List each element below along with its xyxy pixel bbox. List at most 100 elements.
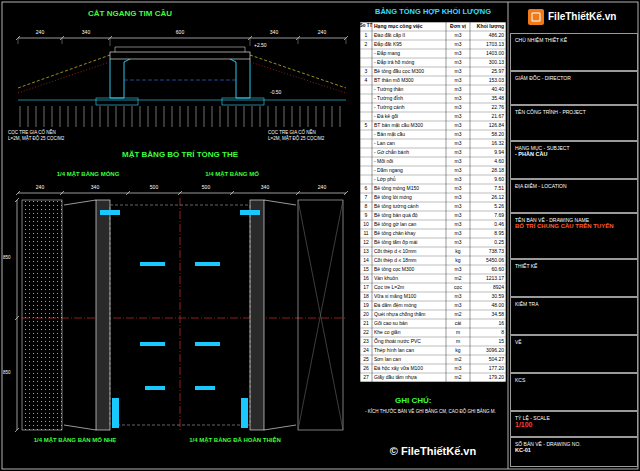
- table-cell: 48.00: [491, 303, 504, 309]
- table-row-line: [360, 103, 506, 104]
- table-cell: - Tường thân: [374, 87, 403, 93]
- table-cell: 16: [498, 321, 504, 327]
- cell-heading: THIẾT KẾ: [515, 263, 633, 269]
- table-cell: Khối lượng: [477, 24, 504, 30]
- pile-note: L=2M, MẬT ĐỘ 25 CỌC/M2: [8, 137, 64, 142]
- cell-heading: TÊN BẢN VẼ - DRAWING NAME: [515, 217, 633, 223]
- table-cell: Quét nhựa chống thấm: [374, 312, 425, 318]
- dimension-label: 340: [261, 185, 269, 191]
- table-row-line: [360, 184, 506, 185]
- table-cell: - Mối nối: [374, 159, 393, 165]
- table-cell: - Gờ chắn bánh: [374, 150, 409, 156]
- table-cell: - Tường cánh: [374, 105, 404, 111]
- table-cell: - Đắp mang: [374, 51, 400, 57]
- table-cell: 7: [365, 195, 368, 201]
- dimension-label: 500: [202, 185, 210, 191]
- table-row-line: [360, 148, 506, 149]
- cell-value: BỐ TRÍ CHUNG CẦU TRÊN TUYẾN: [515, 223, 633, 230]
- table-cell: 1213.17: [486, 276, 504, 282]
- table-row-line: [360, 274, 506, 275]
- table-cell: Bê tông tấm ốp mái: [374, 240, 417, 246]
- table-cell: Cốt thép d ≤ 18mm: [374, 258, 417, 264]
- elevation-label: +2.50: [254, 43, 267, 49]
- table-cell: 8924: [493, 285, 504, 291]
- table-cell: 18: [363, 294, 369, 300]
- table-row-line: [360, 238, 506, 239]
- title-block-divider: [508, 2, 509, 469]
- table-cell: 300.13: [489, 60, 504, 66]
- table-cell: 1: [365, 33, 368, 39]
- pile-note: CỌC TRE GIA CỐ NỀN: [8, 131, 56, 136]
- watermark: © FileThiếtKế.vn: [390, 445, 476, 457]
- table-row-line: [360, 292, 506, 293]
- table-row-line: [360, 76, 506, 77]
- title-block-cell: KIỂM TRA: [510, 297, 638, 335]
- cell-value: - PHẦN CẦU: [515, 151, 633, 158]
- table-cell: m3: [455, 33, 462, 39]
- view-title: MẶT BẰNG BỐ TRÍ TỔNG THỂ: [122, 151, 238, 160]
- table-cell: 6: [365, 186, 368, 192]
- table-cell: m3: [455, 150, 462, 156]
- table-row-line: [360, 85, 506, 86]
- table-cell: - Lan can: [374, 141, 395, 147]
- table-cell: Bê tông chân khay: [374, 231, 415, 237]
- title-block-cell: KCS: [510, 373, 638, 411]
- table-cell: m3: [455, 213, 462, 219]
- table-row-line: [360, 355, 506, 356]
- table-cell: 25: [363, 357, 369, 363]
- table-cell: kg: [455, 258, 460, 264]
- table-row-line: [360, 40, 506, 41]
- table-row-line: [360, 229, 506, 230]
- table-cell: Đá hộc xây vữa M100: [374, 366, 423, 372]
- table-cell: m3: [455, 87, 462, 93]
- table-row-line: [360, 364, 506, 365]
- cell-heading: KIỂM TRA: [515, 301, 633, 307]
- table-row-line: [360, 121, 506, 122]
- title-block-cell: GIÁM ĐỐC - DIRECTOR: [510, 71, 638, 105]
- cell-heading: TỶ LỆ - SCALE: [515, 415, 633, 421]
- table-cell: 16.32: [491, 141, 504, 147]
- table-cell: m3: [455, 195, 462, 201]
- logo-icon: [528, 9, 544, 25]
- table-cell: 738.73: [489, 249, 504, 255]
- table-cell: cái: [455, 321, 461, 327]
- table-cell: 15: [498, 339, 504, 345]
- table-cell: - Tường đỉnh: [374, 96, 403, 102]
- cross-section: [16, 36, 348, 127]
- table-cell: BT bản mặt cầu M300: [374, 123, 423, 129]
- table-cell: m3: [455, 69, 462, 75]
- note-heading: GHI CHÚ:: [395, 397, 431, 406]
- table-cell: 4: [365, 78, 368, 84]
- title-block-cell: SỐ BẢN VẼ - DRAWING NO.KC-01: [510, 437, 638, 467]
- table-cell: m2: [455, 375, 462, 381]
- general-plan: [15, 191, 348, 432]
- table-cell: Đơn vị: [450, 24, 466, 30]
- table-cell: 58.20: [491, 132, 504, 138]
- title-block-cell: TÊN CÔNG TRÌNH - PROJECT: [510, 105, 638, 141]
- table-cell: - Lớp phủ: [374, 177, 396, 183]
- table-cell: 22.76: [491, 105, 504, 111]
- table-row-line: [360, 58, 506, 59]
- table-cell: m3: [455, 222, 462, 228]
- table-cell: 24: [363, 348, 369, 354]
- dimension-label: 240: [318, 30, 326, 36]
- table-cell: 19: [363, 303, 369, 309]
- table-cell: m3: [455, 366, 462, 372]
- table-cell: m2: [455, 357, 462, 363]
- table-cell: Hạng mục công việc: [374, 24, 423, 30]
- table-cell: 8.95: [494, 231, 504, 237]
- cell-heading: SỐ BẢN VẼ - DRAWING NO.: [515, 441, 633, 447]
- table-cell: m3: [455, 141, 462, 147]
- table-cell: 26.12: [491, 195, 504, 201]
- dimension-label: 240: [36, 185, 44, 191]
- sub-view-title: 1/4 MẶT BẰNG BẢN MỐ NHẸ: [34, 437, 117, 444]
- table-cell: m3: [455, 78, 462, 84]
- table-cell: m3: [455, 105, 462, 111]
- elevation-label: -0.50: [270, 90, 281, 96]
- table-cell: m3: [455, 186, 462, 192]
- table-cell: Bê tông tường cánh: [374, 204, 418, 210]
- table-cell: m3: [455, 204, 462, 210]
- table-cell: Gối cao su bản: [374, 321, 408, 327]
- table-cell: 13: [363, 249, 369, 255]
- table-row-line: [360, 247, 506, 248]
